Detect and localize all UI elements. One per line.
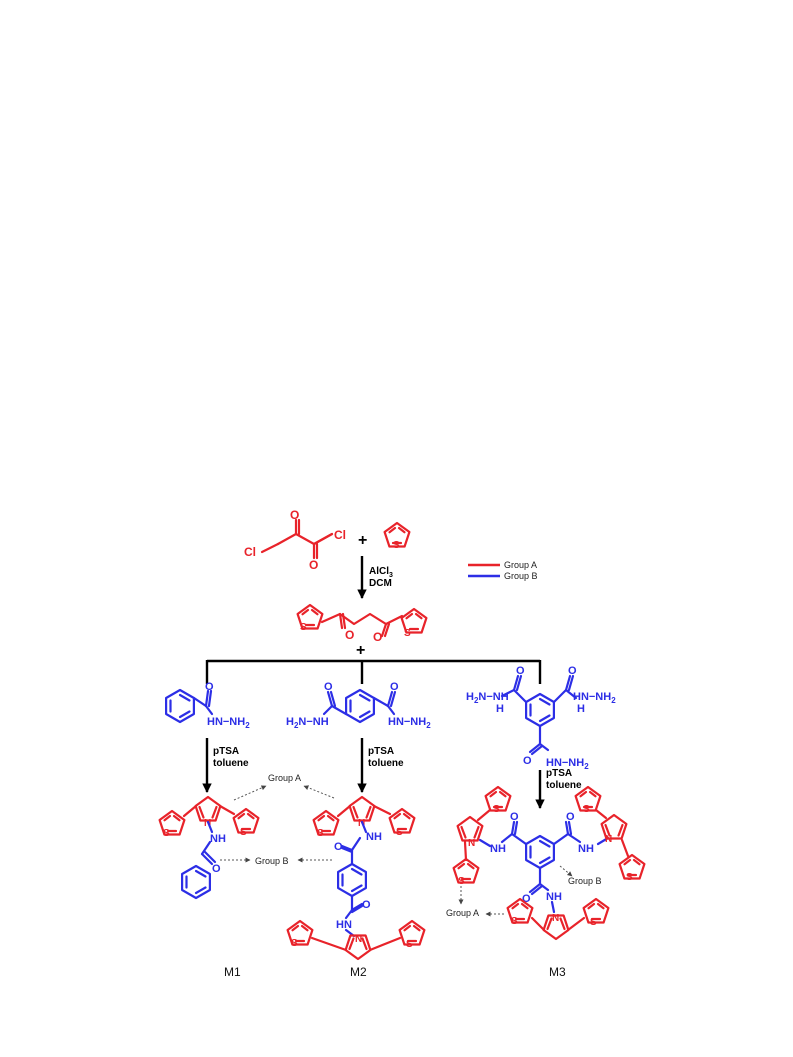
svg-text:O: O — [523, 755, 532, 767]
svg-text:N: N — [468, 838, 475, 849]
reagent-ptsa-m1: pTSA — [213, 746, 239, 757]
reagent-toluene-m1: toluene — [213, 758, 249, 769]
product-m3: O NH N S S O NH N S S O NH — [452, 785, 646, 941]
trimesic-trihydrazide: O H2N−NH H O HN−NH2 H O HN−NH2 — [466, 665, 616, 771]
reagent-toluene-m3: toluene — [546, 780, 582, 791]
reagent-alcl3: AlCl3 — [369, 566, 393, 579]
chlorine-label-right: Cl — [334, 528, 346, 542]
product-m2: S N S NH O O HN N S S — [286, 795, 426, 961]
svg-text:HN−NH2: HN−NH2 — [388, 716, 431, 730]
branch-bracket — [205, 659, 542, 684]
svg-text:O: O — [510, 811, 519, 823]
label-m3: M3 — [549, 965, 566, 979]
reagent-toluene-m2: toluene — [368, 758, 404, 769]
svg-text:H2N−NH: H2N−NH — [286, 716, 329, 730]
svg-text:S: S — [291, 938, 298, 949]
product-m1: S N S NH O — [158, 795, 260, 900]
reagent-dcm: DCM — [369, 578, 392, 589]
svg-text:N: N — [355, 934, 362, 945]
svg-text:N: N — [552, 913, 559, 924]
svg-text:S: S — [626, 872, 633, 883]
svg-text:S: S — [240, 827, 247, 838]
svg-text:S: S — [458, 876, 465, 887]
svg-text:O: O — [390, 681, 399, 693]
legend: Group A Group B — [468, 560, 538, 581]
svg-text:O: O — [566, 811, 575, 823]
svg-text:S: S — [163, 828, 170, 839]
chlorine-label-left: Cl — [244, 545, 256, 559]
svg-text:S: S — [396, 827, 403, 838]
svg-text:HN: HN — [336, 919, 352, 931]
svg-text:O: O — [212, 863, 221, 875]
svg-text:HN−NH2: HN−NH2 — [546, 757, 589, 771]
terephthalic-dihydrazide: O H2N−NH O HN−NH2 — [286, 681, 431, 730]
svg-text:NH: NH — [578, 843, 594, 855]
svg-text:S: S — [317, 828, 324, 839]
svg-text:H: H — [496, 703, 504, 715]
annotation-group-b-mid: Group B — [255, 856, 289, 866]
label-m1: M1 — [224, 965, 241, 979]
benzhydrazide: O HN−NH2 — [165, 681, 250, 730]
plus-sign-2: + — [356, 642, 365, 659]
svg-text:H: H — [577, 703, 585, 715]
svg-text:O: O — [205, 681, 214, 693]
reagent-ptsa-m2: pTSA — [368, 746, 394, 757]
svg-text:O: O — [568, 665, 577, 677]
plus-sign-1: + — [358, 532, 367, 549]
svg-text:S: S — [300, 622, 307, 633]
svg-text:NH: NH — [210, 833, 226, 845]
svg-text:S: S — [406, 939, 413, 950]
svg-text:NH: NH — [366, 831, 382, 843]
oxygen-label-2: O — [309, 558, 318, 572]
oxygen-label-1: O — [290, 508, 299, 522]
annotation-group-a-m3: Group A — [446, 908, 479, 918]
svg-text:S: S — [590, 917, 597, 928]
svg-text:S: S — [511, 916, 518, 927]
svg-text:O: O — [362, 899, 371, 911]
hydrazide-label: HN−NH2 — [207, 716, 250, 730]
svg-text:NH: NH — [546, 891, 562, 903]
svg-text:NH: NH — [490, 843, 506, 855]
svg-text:O: O — [345, 628, 354, 642]
annotation-group-b-m3: Group B — [568, 876, 602, 886]
svg-text:S: S — [404, 628, 411, 639]
svg-text:O: O — [334, 841, 343, 853]
thiophene-ring-icon: S — [383, 521, 411, 551]
svg-text:H2N−NH: H2N−NH — [466, 691, 509, 705]
svg-text:O: O — [516, 665, 525, 677]
svg-text:S: S — [493, 804, 500, 815]
svg-text:S: S — [583, 804, 590, 815]
legend-group-b: Group B — [504, 571, 538, 581]
label-m2: M2 — [350, 965, 367, 979]
diketone-intermediate: S O O S — [296, 603, 428, 644]
reagent-ptsa-m3: pTSA — [546, 768, 572, 779]
legend-group-a: Group A — [504, 560, 537, 570]
svg-text:O: O — [522, 893, 531, 905]
svg-text:O: O — [324, 681, 333, 693]
svg-text:O: O — [373, 630, 382, 644]
svg-text:HN−NH2: HN−NH2 — [573, 691, 616, 705]
succinyl-chloride: Cl O O Cl — [244, 508, 346, 572]
annotation-group-a-top: Group A — [268, 773, 301, 783]
svg-text:S: S — [393, 540, 400, 551]
svg-text:N: N — [605, 834, 612, 845]
